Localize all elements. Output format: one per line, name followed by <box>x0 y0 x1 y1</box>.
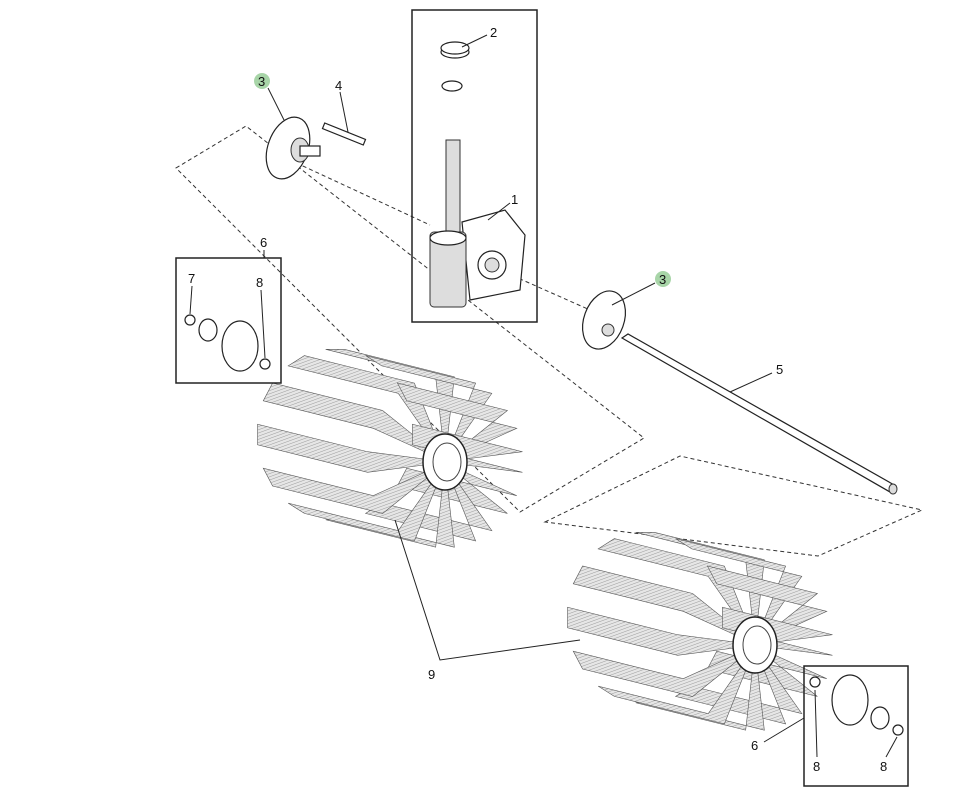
highlight-marker <box>254 73 270 89</box>
hardware-left[interactable] <box>184 314 271 372</box>
gearbox-part[interactable] <box>429 41 526 308</box>
callout-8-right-a[interactable]: 8 <box>813 759 820 774</box>
assembly-plane-lower <box>543 455 924 557</box>
brush-upper[interactable] <box>257 349 523 548</box>
callout-6-right[interactable]: 6 <box>751 738 758 753</box>
callout-2[interactable]: 2 <box>490 25 497 40</box>
highlight-marker <box>655 271 671 287</box>
brush-bristle-blade <box>572 650 738 697</box>
flange-left[interactable] <box>258 111 321 185</box>
brush-lower[interactable] <box>567 532 833 731</box>
pin-part[interactable] <box>321 122 367 146</box>
brush-hub-bore <box>432 442 462 482</box>
shaft-part[interactable] <box>620 333 898 495</box>
flange-right[interactable] <box>575 285 633 355</box>
callout-7[interactable]: 7 <box>188 271 195 286</box>
callout-3-left[interactable]: 3 <box>258 74 265 89</box>
hardware-frame-right <box>803 665 909 787</box>
callout-4[interactable]: 4 <box>335 78 342 93</box>
assembly-plane-upper <box>175 125 645 513</box>
callout-8-right-b[interactable]: 8 <box>880 759 887 774</box>
callout-8-left[interactable]: 8 <box>256 275 263 290</box>
leader-lines <box>189 34 898 758</box>
hardware-frame-left <box>175 257 282 384</box>
gearbox-frame <box>411 9 538 323</box>
callout-3-right[interactable]: 3 <box>659 272 666 287</box>
brush-hub-bore <box>742 625 772 665</box>
brush-bristle-blade <box>262 467 428 514</box>
callout-9[interactable]: 9 <box>428 667 435 682</box>
hardware-right[interactable] <box>809 674 904 736</box>
callout-5[interactable]: 5 <box>776 362 783 377</box>
callouts: 1 2 3 3 4 5 6 6 7 8 8 8 9 <box>188 25 887 774</box>
axis-line <box>289 159 431 226</box>
callout-1[interactable]: 1 <box>511 192 518 207</box>
callout-6-left[interactable]: 6 <box>260 235 267 250</box>
